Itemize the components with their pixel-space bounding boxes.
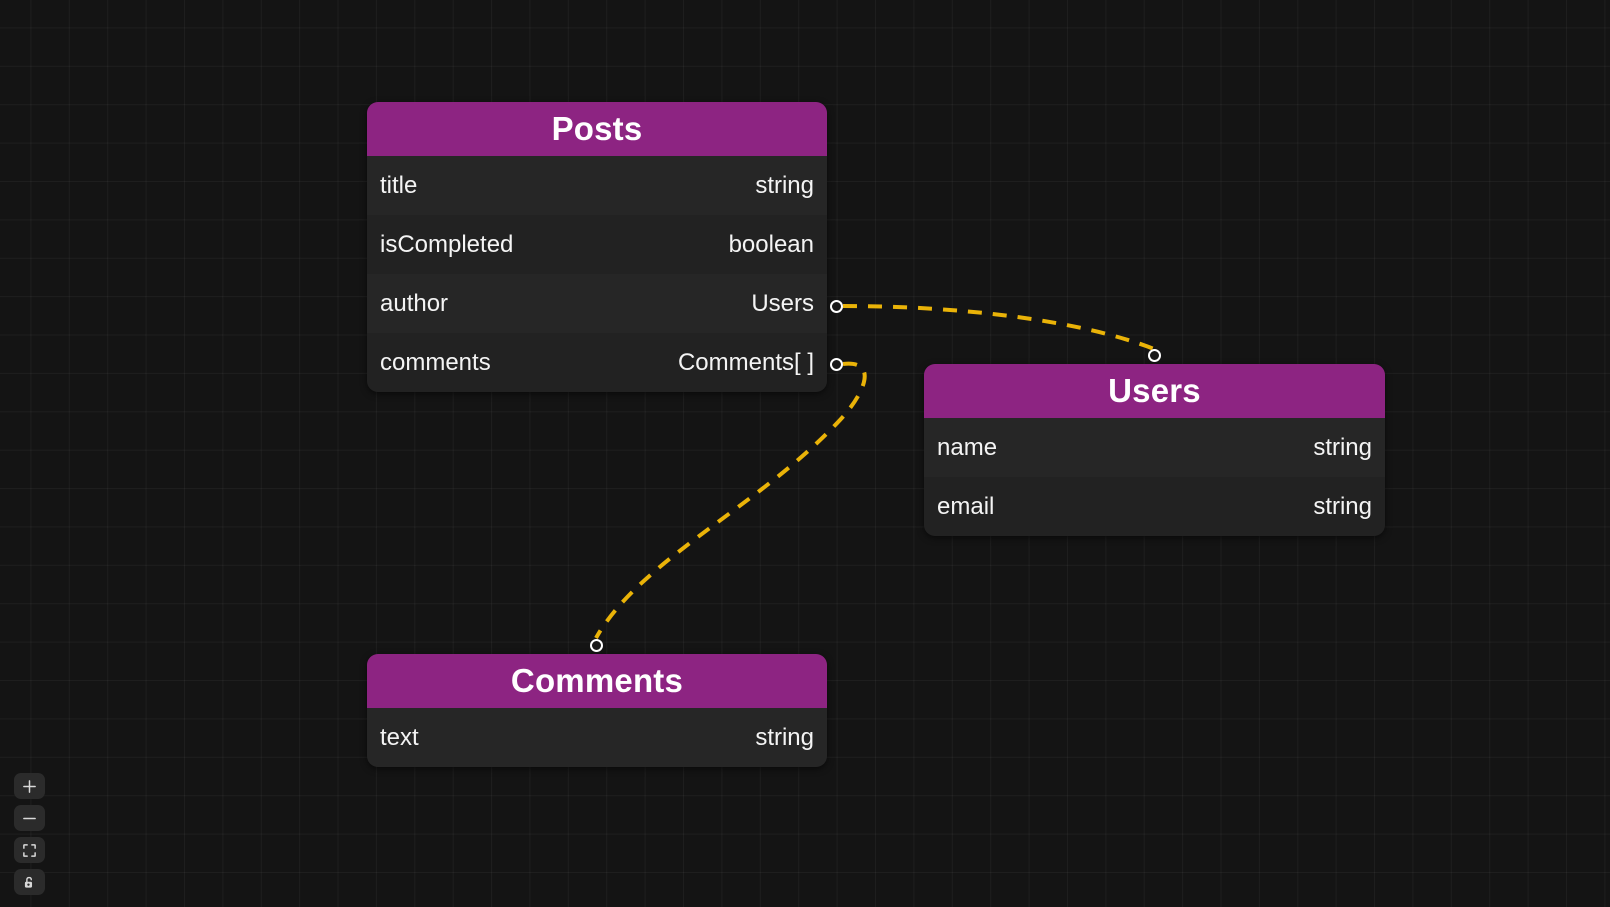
field-type: string	[755, 723, 814, 751]
table-row[interactable]: title string	[367, 156, 827, 215]
plus-icon	[22, 779, 37, 794]
field-name: title	[380, 171, 418, 199]
zoom-in-button[interactable]	[14, 773, 45, 799]
edge-posts-comments-comments	[594, 361, 867, 639]
field-type: boolean	[728, 230, 814, 258]
unlock-icon	[22, 875, 37, 890]
table-title-comments: Comments	[367, 654, 827, 708]
zoom-out-button[interactable]	[14, 805, 45, 831]
connection-anchor-users-top[interactable]	[1148, 349, 1161, 362]
table-fields-posts: title string isCompleted boolean author …	[367, 156, 827, 392]
connection-anchor-posts-author[interactable]	[830, 300, 843, 313]
field-name: email	[937, 492, 995, 520]
edge-posts-author-users	[842, 304, 1155, 351]
canvas-controls	[14, 773, 45, 895]
field-type: Users	[751, 289, 814, 317]
table-node-comments[interactable]: Comments text string	[367, 654, 827, 767]
table-row[interactable]: isCompleted boolean	[367, 215, 827, 274]
connection-anchor-posts-comments[interactable]	[830, 358, 843, 371]
table-fields-users: name string email string	[924, 418, 1385, 536]
minus-icon	[22, 811, 37, 826]
field-name: text	[380, 723, 419, 751]
fit-view-icon	[22, 843, 37, 858]
table-fields-comments: text string	[367, 708, 827, 767]
table-row[interactable]: text string	[367, 708, 827, 767]
field-name: comments	[380, 348, 491, 376]
fit-view-button[interactable]	[14, 837, 45, 863]
table-row[interactable]: email string	[924, 477, 1385, 536]
field-type: string	[1313, 433, 1372, 461]
table-title-posts: Posts	[367, 102, 827, 156]
table-row[interactable]: comments Comments[ ]	[367, 333, 827, 392]
field-type: Comments[ ]	[677, 348, 814, 376]
table-row[interactable]: author Users	[367, 274, 827, 333]
connection-anchor-comments-top[interactable]	[590, 639, 603, 652]
field-name: isCompleted	[380, 230, 514, 258]
field-name: author	[380, 289, 449, 317]
table-title-users: Users	[924, 364, 1385, 418]
field-name: name	[937, 433, 998, 461]
table-row[interactable]: name string	[924, 418, 1385, 477]
field-type: string	[1313, 492, 1372, 520]
toggle-interactivity-button[interactable]	[14, 869, 45, 895]
table-node-posts[interactable]: Posts title string isCompleted boolean a…	[367, 102, 827, 392]
field-type: string	[755, 171, 814, 199]
table-node-users[interactable]: Users name string email string	[924, 364, 1385, 536]
